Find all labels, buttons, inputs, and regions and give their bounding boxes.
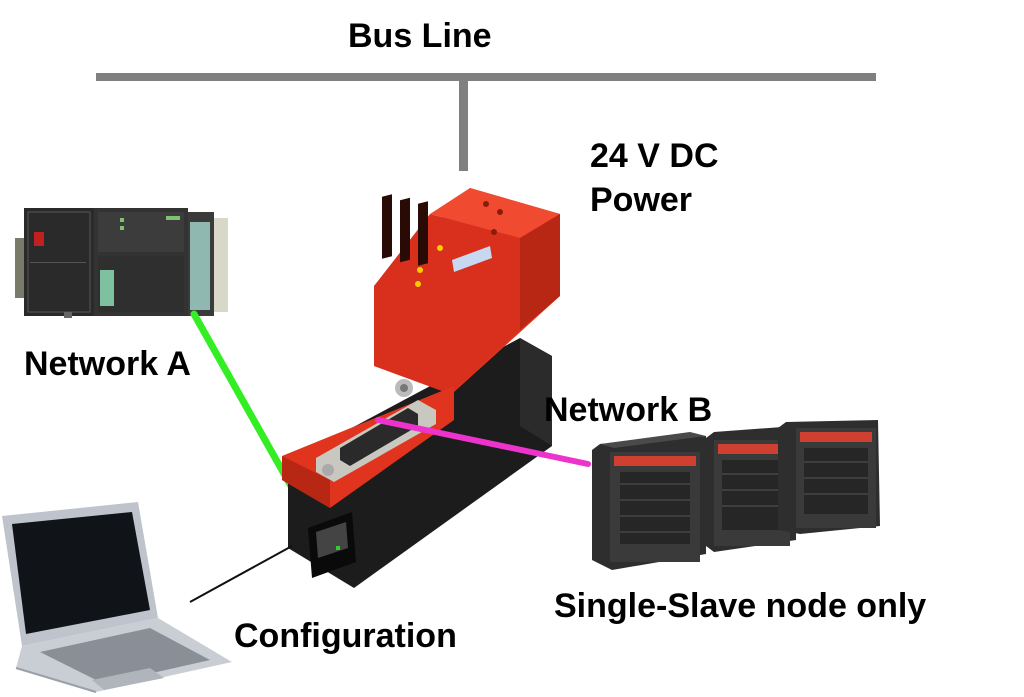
network-b-link: [375, 417, 591, 467]
power-label-line1: 24 V DC: [590, 137, 719, 175]
network-b-label: Network B: [544, 391, 713, 429]
gateway-icon: [282, 188, 560, 588]
slave-nodes-label: Single-Slave node only: [554, 587, 927, 625]
laptop-icon: [2, 502, 232, 693]
bus-line-label: Bus Line: [348, 17, 492, 55]
bus-line: [96, 73, 876, 171]
power-label-line2: Power: [590, 181, 693, 219]
io-module-icon: [592, 420, 880, 570]
network-a-label: Network A: [24, 345, 191, 383]
configuration-label: Configuration: [234, 617, 457, 655]
plc-icon: [15, 208, 228, 318]
configuration-link: [189, 545, 293, 603]
